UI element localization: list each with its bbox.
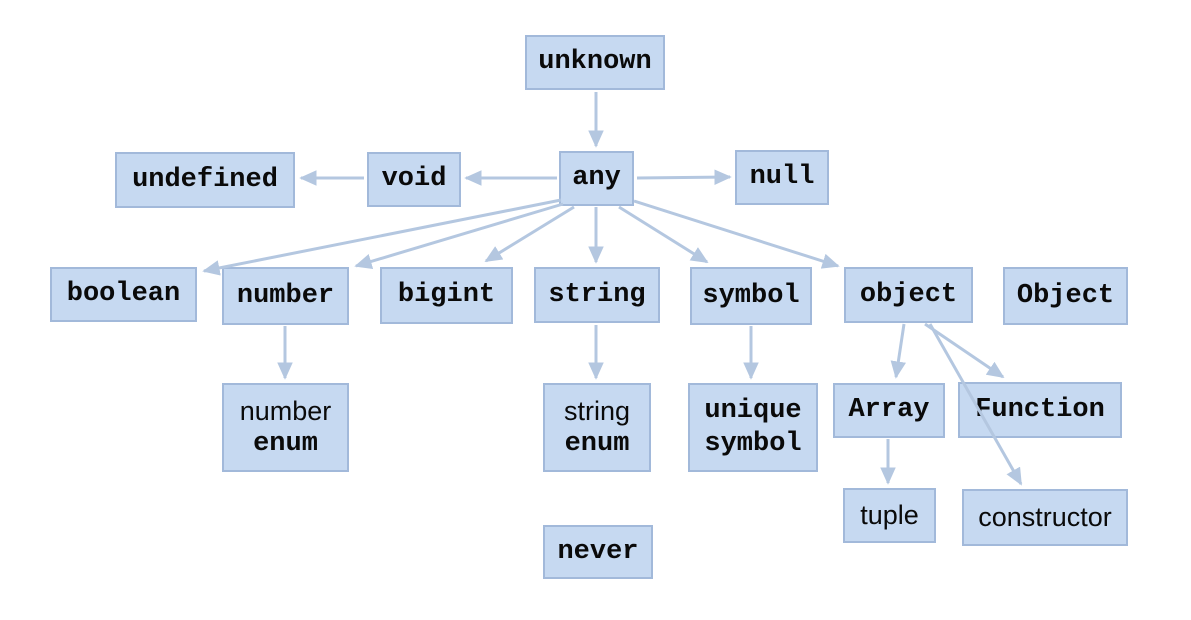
node-label: any (572, 163, 621, 194)
node-label: tuple (860, 500, 919, 531)
node-string: string (534, 267, 660, 323)
edge-any-to-bigint (484, 205, 575, 263)
node-void: void (367, 152, 461, 207)
node-constructor: constructor (962, 489, 1128, 546)
node-label: void (381, 164, 447, 195)
node-label: object (859, 279, 958, 310)
edge-object-to-function (924, 322, 1005, 379)
node-label: symbol (704, 428, 802, 459)
node-label: unique (704, 395, 802, 426)
node-function: Function (958, 382, 1122, 438)
edge-any-to-null (636, 169, 732, 185)
node-label: enum (564, 428, 630, 459)
node-unknown: unknown (525, 35, 665, 90)
node-any: any (559, 151, 634, 206)
node-label: string (548, 279, 646, 310)
node-label: bigint (397, 280, 496, 311)
node-array: Array (833, 383, 945, 438)
node-boolean: boolean (50, 267, 197, 322)
node-label: unknown (538, 47, 652, 78)
node-object: object (844, 267, 973, 323)
node-number: number (222, 267, 349, 325)
node-label: number (239, 395, 332, 426)
node-label: boolean (66, 279, 181, 310)
node-object-cap: Object (1003, 267, 1128, 325)
node-never: never (543, 525, 653, 579)
node-label: Function (975, 394, 1105, 425)
node-bigint: bigint (380, 267, 513, 324)
node-label: constructor (978, 502, 1112, 533)
edge-any-to-boolean (202, 198, 562, 276)
node-symbol: symbol (690, 267, 812, 325)
node-null: null (735, 150, 829, 205)
edge-object-to-array (890, 323, 907, 379)
node-label: undefined (132, 164, 278, 195)
node-label: number (236, 280, 335, 311)
edge-any-to-symbol (618, 205, 709, 264)
node-tuple: tuple (843, 488, 936, 543)
node-undefined: undefined (115, 152, 295, 208)
node-label: string (563, 395, 631, 426)
node-label: null (749, 162, 815, 193)
edge-any-to-number (354, 202, 564, 269)
node-label: symbol (702, 280, 800, 311)
node-label: never (557, 536, 639, 567)
node-label: Array (848, 395, 930, 426)
edge-any-to-object (633, 199, 840, 269)
node-label: enum (253, 428, 318, 459)
node-label: Object (1016, 280, 1115, 311)
